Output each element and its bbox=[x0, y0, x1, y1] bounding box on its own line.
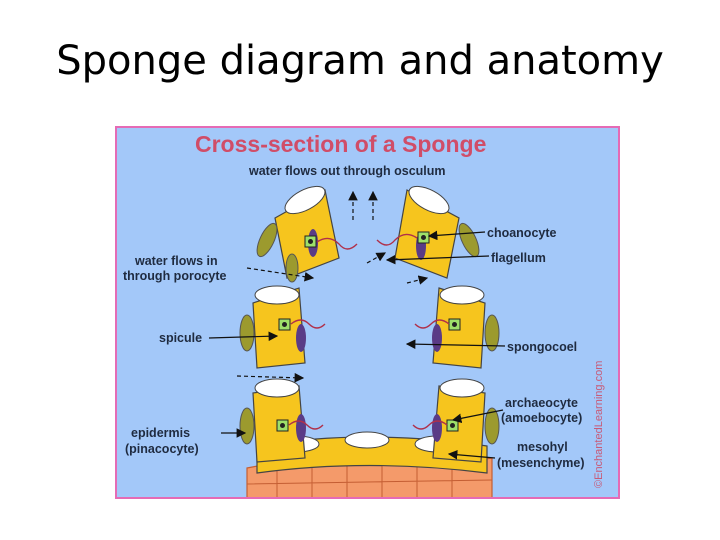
flagellum-label: flagellum bbox=[491, 251, 546, 265]
archaeocyte-label-line2: (amoebocyte) bbox=[501, 411, 583, 425]
mesohyl-label-line2: (mesenchyme) bbox=[497, 456, 585, 470]
water-flow-arrows bbox=[236, 190, 429, 383]
spongocoel-label: spongocoel bbox=[507, 340, 578, 354]
water-in-label-line1: water flows in bbox=[135, 254, 218, 268]
epidermis-label-line1: epidermis bbox=[131, 426, 191, 440]
sponge-diagram: Cross-section of a Sponge water flows ou… bbox=[115, 126, 620, 499]
mesohyl-label-line1: mesohyl bbox=[517, 440, 568, 454]
figure-title: Cross-section of a Sponge bbox=[195, 131, 487, 157]
archaeocyte-label-line1: archaeocyte bbox=[505, 396, 578, 410]
left-wall bbox=[239, 185, 358, 463]
sponge-illustration bbox=[208, 185, 506, 497]
right-wall bbox=[376, 185, 500, 463]
spicule-label: spicule bbox=[159, 331, 203, 345]
choanocyte-label: choanocyte bbox=[487, 226, 557, 240]
label-pointers bbox=[208, 230, 506, 460]
epidermis-label-line2: (pinacocyte) bbox=[125, 442, 199, 456]
slide-title: Sponge diagram and anatomy bbox=[56, 38, 664, 84]
water-in-label-line2: through porocyte bbox=[123, 269, 227, 283]
credit-watermark: ©EnchantedLearning.com bbox=[593, 360, 605, 488]
water-out-label: water flows out through osculum bbox=[249, 164, 446, 178]
